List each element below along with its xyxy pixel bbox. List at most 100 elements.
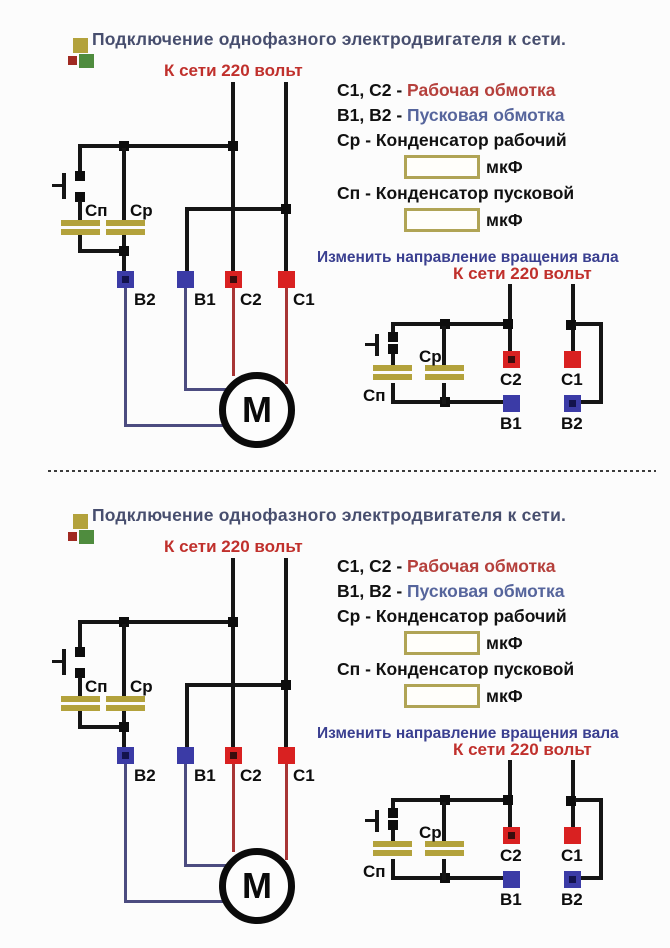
mini-wire-from-cn (391, 859, 395, 880)
cn-capacitor-plate (61, 705, 100, 711)
cn-capacitor-plate (61, 696, 100, 702)
reverse-mains-label: К сети 220 вольт (453, 740, 592, 759)
wire-switch-feed (78, 622, 82, 652)
legend-starting-winding-prefix: В1, В2 - (337, 105, 408, 125)
wire-cp-branch-top (122, 624, 126, 697)
mini-wire-b2-bottom (581, 400, 603, 404)
deco-red-square (68, 56, 77, 65)
junction-dot (119, 246, 129, 256)
b1-motor-lead (184, 288, 187, 391)
terminal-pin (230, 276, 237, 283)
switch-contact-top (75, 647, 85, 657)
legend-working-winding: С1, С2 - Рабочая обмотка (337, 556, 556, 577)
mains-label: К сети 220 вольт (164, 61, 303, 80)
terminal-c1-label: С1 (561, 846, 583, 865)
cn-capacitor-plate (373, 850, 412, 856)
deco-olive-square (73, 514, 88, 529)
junction-dot (281, 204, 291, 214)
switch-contact-top (75, 171, 85, 181)
terminal-c1-label: С1 (293, 290, 315, 309)
cp-capacitor-plate (106, 705, 145, 711)
mini-wire-top-horizontal (391, 322, 510, 326)
wire-bottom-horizontal (78, 249, 128, 253)
legend-working-capacitor: Ср - Конденсатор рабочий (337, 606, 567, 626)
terminal-c2-label: С2 (500, 846, 522, 865)
cn-capacitor-label: Сп (85, 677, 108, 696)
diagram-half: Подключение однофазного электродвигателя… (0, 476, 670, 943)
terminal-b1-label: В1 (194, 766, 216, 785)
terminal-b2-label: В2 (134, 290, 156, 309)
working-capacitance-input[interactable] (404, 631, 480, 655)
cp-capacitor-plate (106, 220, 145, 226)
diagram-half: Подключение однофазного электродвигателя… (0, 0, 670, 467)
wire-cp-branch-top (122, 148, 126, 221)
terminal-b1-label: В1 (500, 414, 522, 433)
terminal-b2 (564, 395, 581, 412)
wire-supply-right (284, 82, 288, 272)
junction-dot (503, 795, 513, 805)
capacitance-unit: мкФ (486, 633, 523, 653)
junction-dot (228, 617, 238, 627)
legend-working-winding: С1, С2 - Рабочая обмотка (337, 80, 556, 101)
terminal-pin (569, 400, 576, 407)
mini-wire-to-cn (391, 354, 395, 366)
switch-contact-top (388, 332, 398, 342)
legend-starting-winding-value: Пусковая обмотка (407, 105, 565, 125)
terminal-c1-label: С1 (561, 370, 583, 389)
junction-dot (503, 319, 513, 329)
mini-wire-cp-top (442, 802, 446, 842)
cn-capacitor-plate (373, 365, 412, 371)
terminal-pin (508, 356, 515, 363)
switch-button-tick (365, 343, 375, 346)
cn-capacitor-plate (373, 374, 412, 380)
terminal-b2 (117, 271, 134, 288)
mini-wire-b2-right (599, 798, 603, 880)
wire-from-cn-capacitor (78, 235, 82, 253)
b2-motor-lead (124, 764, 127, 903)
mini-wire-b2-top (575, 322, 603, 326)
c1-motor-lead (285, 764, 288, 860)
page-title: Подключение однофазного электродвигателя… (92, 29, 567, 49)
terminal-c2 (225, 271, 242, 288)
terminal-c1 (564, 827, 581, 844)
starting-capacitance-input[interactable] (404, 208, 480, 232)
mini-wire-top-horizontal (391, 798, 510, 802)
terminal-c2 (503, 351, 520, 368)
cn-capacitor-label: Сп (85, 201, 108, 220)
cp-capacitor-label: Ср (130, 201, 153, 220)
switch-contact-bottom (75, 192, 85, 202)
mains-label: К сети 220 вольт (164, 537, 303, 556)
terminal-c1 (278, 747, 295, 764)
terminal-pin (122, 752, 129, 759)
cn-capacitor-plate (61, 229, 100, 235)
terminal-b1-label: В1 (194, 290, 216, 309)
switch-contact-top (388, 808, 398, 818)
terminal-b1 (177, 747, 194, 764)
mini-wire-cp-bottom (442, 859, 446, 880)
junction-dot (119, 722, 129, 732)
mini-wire-b2-bottom (581, 876, 603, 880)
section-divider (48, 470, 656, 472)
mini-wire-supply-left (508, 760, 512, 828)
mini-wire-supply-right (571, 760, 575, 828)
wire-b1-horizontal (185, 683, 288, 687)
reverse-header: Изменить направление вращения вала (317, 725, 619, 742)
motor-label: М (242, 389, 272, 430)
wire-top-horizontal (78, 620, 235, 624)
mini-wire-switch-feed (391, 802, 395, 810)
legend-starting-capacitor: Сп - Конденсатор пусковой (337, 183, 575, 203)
working-capacitance-input[interactable] (404, 155, 480, 179)
wire-top-horizontal (78, 144, 235, 148)
legend-starting-capacitor: Сп - Конденсатор пусковой (337, 659, 575, 679)
terminal-b2 (117, 747, 134, 764)
cp-capacitor-plate (106, 696, 145, 702)
capacitance-unit: мкФ (486, 157, 523, 177)
terminal-b1 (503, 871, 520, 888)
wire-b1-vertical (185, 685, 189, 748)
mini-wire-supply-left (508, 284, 512, 352)
deco-olive-square (73, 38, 88, 53)
b1-motor-lead (184, 764, 187, 867)
b2-motor-lead (124, 900, 230, 903)
starting-capacitance-input[interactable] (404, 684, 480, 708)
terminal-c2-label: С2 (500, 370, 522, 389)
